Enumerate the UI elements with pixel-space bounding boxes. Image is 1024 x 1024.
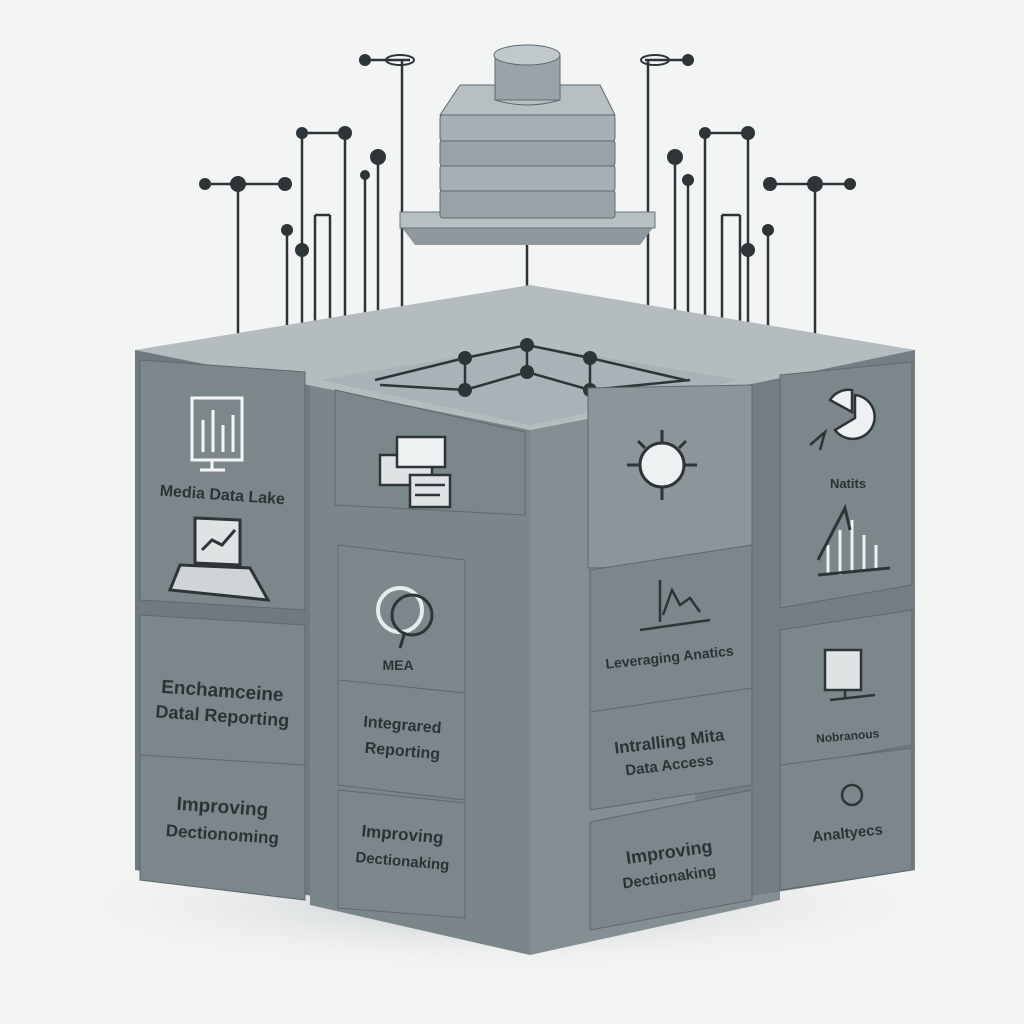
front-center-panel-4 [337, 789, 466, 919]
monitor-icon [823, 648, 876, 702]
magnifier-icon [376, 586, 434, 649]
front-right-panel-4 [589, 789, 753, 931]
laptop-chart-icon [167, 516, 271, 602]
bar-trend-icon [816, 503, 891, 577]
database-server-icon [399, 44, 656, 245]
ring-node-right [640, 54, 670, 66]
right-panel-1 [779, 361, 913, 609]
front-right-panel-3 [589, 687, 753, 811]
front-center-panel-2 [337, 544, 466, 701]
line-chart-icon [639, 580, 711, 632]
circle-icon [840, 783, 864, 807]
left-panel-3 [139, 754, 306, 901]
front-center-panel-3-label-line2: Reporting [364, 740, 441, 764]
bar-chart-monitor-icon [190, 396, 244, 472]
pie-chart-icon [809, 388, 876, 451]
target-icon [627, 430, 697, 500]
windows-icon [378, 435, 452, 509]
front-center-panel-3 [337, 679, 466, 801]
ring-node-left [385, 54, 415, 66]
left-panel-1 [139, 359, 306, 611]
front-center-panel-3-label-line1: Integrared [363, 714, 442, 738]
right-panel-1-label: Natits [830, 476, 866, 491]
right-panel-3 [779, 747, 913, 891]
front-center-panel-2-label: MEA [382, 657, 413, 673]
right-panel-2-label: Nobranous [815, 726, 880, 745]
cube-top-inner [320, 345, 740, 425]
